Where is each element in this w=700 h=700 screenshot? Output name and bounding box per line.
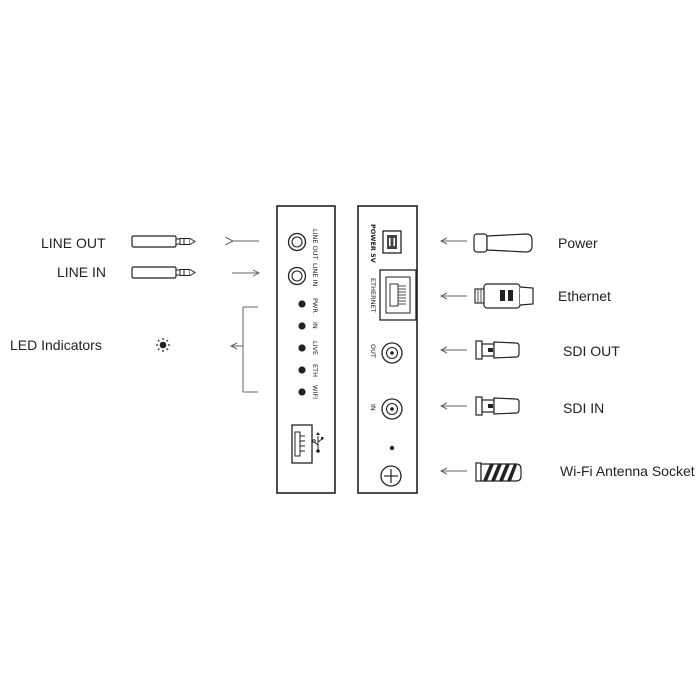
ethernet-port <box>379 269 417 321</box>
bnc-plug-icon <box>475 396 520 416</box>
line-in-jack <box>287 266 307 286</box>
audio-plug-icon <box>131 235 196 248</box>
led-live <box>298 344 306 352</box>
ethernet-plug-icon <box>474 283 534 309</box>
sdi-in-port <box>381 398 403 420</box>
label-sdi-out: SDI OUT <box>563 343 620 359</box>
led-light-icon <box>156 338 170 352</box>
panel-text-ethernet: ETHERNET <box>369 278 377 313</box>
label-ethernet: Ethernet <box>558 288 611 304</box>
led-wifi <box>298 388 306 396</box>
panel-text-power: POWER 5V <box>369 224 377 263</box>
led-in <box>298 322 306 330</box>
label-wifi-antenna: Wi-Fi Antenna Socket <box>560 463 695 479</box>
audio-plug-icon <box>131 266 196 279</box>
antenna-connector-icon <box>475 462 522 482</box>
label-line-out: LINE OUT <box>41 235 106 251</box>
panel-text-in: IN <box>369 404 377 411</box>
arrow-sdi-in <box>439 402 467 410</box>
antenna-socket <box>380 465 402 487</box>
panel-text-out: OUT <box>369 344 377 358</box>
led-bracket <box>229 306 258 393</box>
label-sdi-in: SDI IN <box>563 400 605 416</box>
arrow-sdi-out <box>439 346 467 354</box>
label-power: Power <box>558 235 598 251</box>
power-port <box>382 230 402 254</box>
led-eth <box>298 366 306 374</box>
arrow-power <box>439 237 467 245</box>
led-label-in: IN <box>311 322 319 329</box>
arrow-ethernet <box>439 292 467 300</box>
usb-port <box>291 424 313 464</box>
led-label-wifi: WIFI <box>311 385 319 399</box>
panel-text-line-out: LINE OUT <box>311 229 319 259</box>
bnc-plug-icon <box>475 340 520 360</box>
power-plug-icon <box>473 233 533 253</box>
panel-text-line-in: LINE IN <box>311 263 319 286</box>
label-led-indicators: LED Indicators <box>10 337 102 353</box>
indicator-dot <box>389 445 395 451</box>
usb-symbol-icon <box>312 432 324 453</box>
led-pwr <box>298 300 306 308</box>
sdi-out-port <box>381 342 403 364</box>
line-out-jack <box>287 232 307 252</box>
led-label-live: LIVE <box>311 341 319 355</box>
led-label-pwr: PWR <box>311 298 319 313</box>
led-label-eth: ETH <box>311 364 319 377</box>
label-line-in: LINE IN <box>57 264 107 280</box>
arrow-wifi <box>439 467 467 475</box>
